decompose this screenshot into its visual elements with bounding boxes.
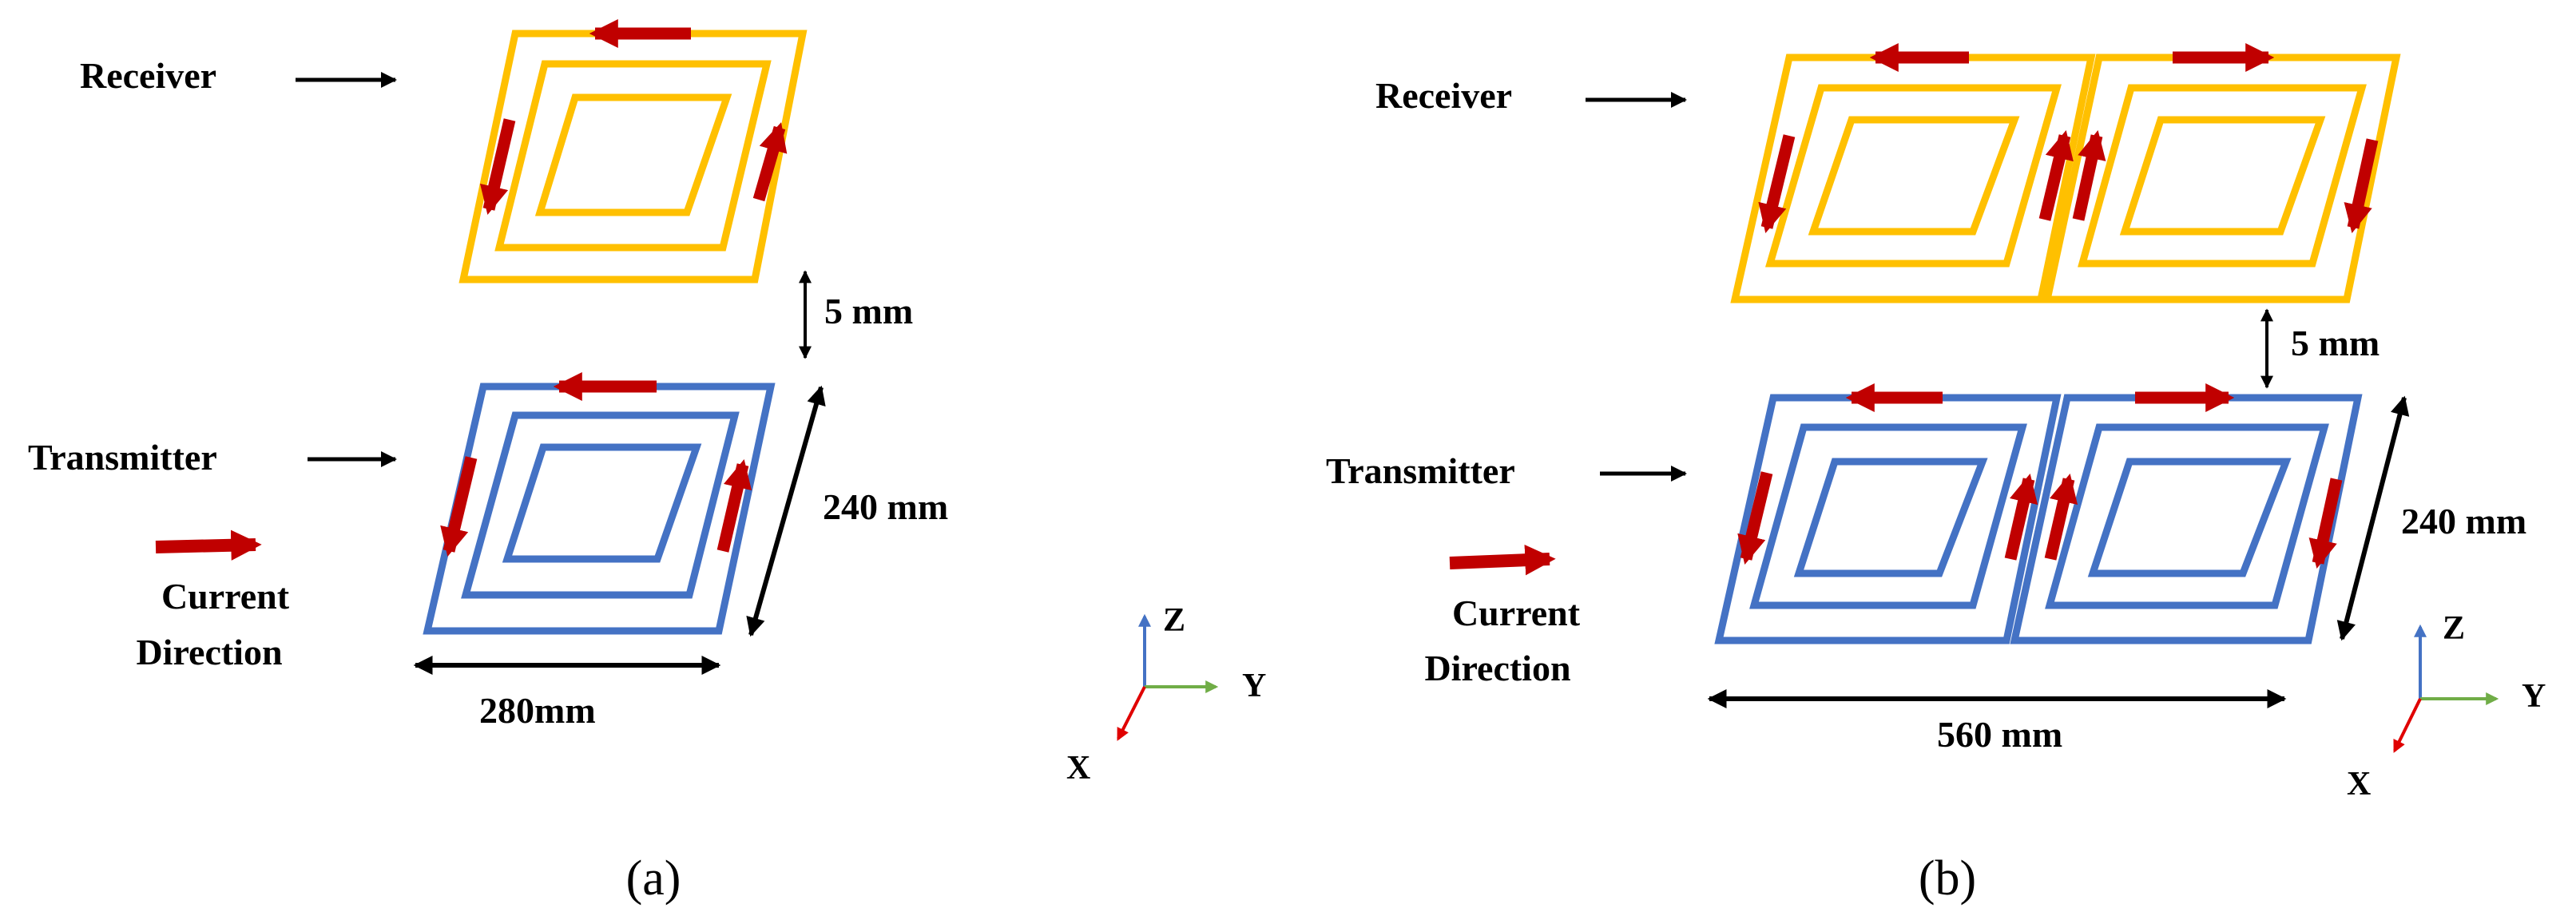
y-axis-label: Y — [2522, 678, 2546, 715]
current-arrow — [479, 118, 516, 216]
transmitter-coil-inner-turn — [1793, 458, 1988, 577]
current-arrow — [2038, 129, 2074, 221]
panel-b: Receiver 5 mm Transmitter — [1326, 42, 2546, 906]
transmitter-label: Transmitter — [1326, 450, 1515, 491]
z-axis-label: Z — [1163, 602, 1185, 639]
transmitter-current-arrows — [1737, 383, 2343, 569]
transmitter-label: Transmitter — [28, 437, 217, 478]
current-arrow — [1737, 471, 1773, 565]
transmitter-coil-outer-turn — [2010, 394, 2363, 644]
z-axis-label: Z — [2443, 610, 2465, 647]
axis-triad-a: Z Y X — [1066, 602, 1266, 787]
transmitter-coil-right — [2010, 394, 2363, 644]
width-label: 280mm — [479, 690, 596, 731]
receiver-label: Receiver — [1375, 75, 1512, 116]
receiver-coil-middle-turn — [2078, 84, 2367, 268]
x-axis-label: X — [1066, 750, 1090, 787]
current-arrow — [2004, 473, 2038, 561]
transmitter-coil-inner-turn — [502, 443, 702, 563]
receiver-coil-outer-turn — [2042, 54, 2401, 303]
receiver-coil-middle-turn — [494, 60, 772, 252]
legend-direction-label: Direction — [1424, 648, 1570, 688]
y-axis-label: Y — [1242, 668, 1266, 704]
gap-label: 5 mm — [824, 291, 913, 331]
transmitter-current-arrows — [440, 371, 752, 557]
current-arrow — [440, 456, 478, 557]
current-arrow — [716, 458, 752, 553]
x-axis-label: X — [2347, 766, 2371, 803]
axis-triad-b: Z Y X — [2347, 610, 2546, 803]
receiver-current-arrows — [1758, 42, 2379, 234]
receiver-coil-right — [2042, 54, 2401, 303]
width-label: 560 mm — [1937, 714, 2062, 755]
receiver-coil-inner-turn — [1808, 116, 2020, 236]
transmitter-coil-middle-turn — [1749, 423, 2027, 609]
legend-current-label: Current — [161, 576, 290, 617]
current-arrow — [2072, 129, 2106, 221]
current-arrow — [2044, 473, 2078, 561]
length-label: 240 mm — [2401, 501, 2526, 541]
transmitter-coil-middle-turn — [2045, 423, 2329, 609]
caption-a: (a) — [626, 851, 681, 906]
legend-direction-label: Direction — [136, 632, 282, 672]
x-axis-arrow — [2393, 698, 2422, 753]
length-dimension-arrow — [746, 385, 826, 637]
receiver-coil-middle-turn — [1765, 84, 2062, 268]
current-arrow — [752, 122, 788, 202]
receiver-coil-inner-turn — [2119, 116, 2326, 236]
legend-current-label: Current — [1452, 593, 1581, 633]
legend-current-arrow — [1449, 545, 1556, 576]
transmitter-coil-outer-turn — [1714, 394, 2062, 644]
current-arrow — [1758, 134, 1796, 233]
caption-b: (b) — [1919, 851, 1976, 906]
receiver-coil-outer-turn — [458, 30, 808, 284]
current-arrow — [2308, 478, 2343, 569]
receiver-coil-inner-turn — [534, 93, 732, 216]
length-dimension-arrow — [2336, 395, 2410, 641]
legend-current-arrow — [155, 529, 262, 561]
length-label: 240 mm — [823, 486, 948, 527]
receiver-current-arrows — [479, 18, 788, 216]
transmitter-coil-middle-turn — [461, 411, 740, 599]
transmitter-coil — [423, 383, 776, 635]
receiver-coil — [458, 30, 808, 284]
x-axis-arrow — [1117, 686, 1146, 741]
gap-label: 5 mm — [2291, 323, 2380, 363]
receiver-label: Receiver — [80, 55, 216, 96]
receiver-coil-left — [1730, 54, 2096, 303]
receiver-coil-outer-turn — [1730, 54, 2096, 303]
panel-a: Receiver 5 mm Transmitter — [28, 18, 1266, 906]
current-arrow — [2344, 138, 2379, 234]
transmitter-coil-inner-turn — [2087, 458, 2292, 577]
transmitter-coil-left — [1714, 394, 2062, 644]
